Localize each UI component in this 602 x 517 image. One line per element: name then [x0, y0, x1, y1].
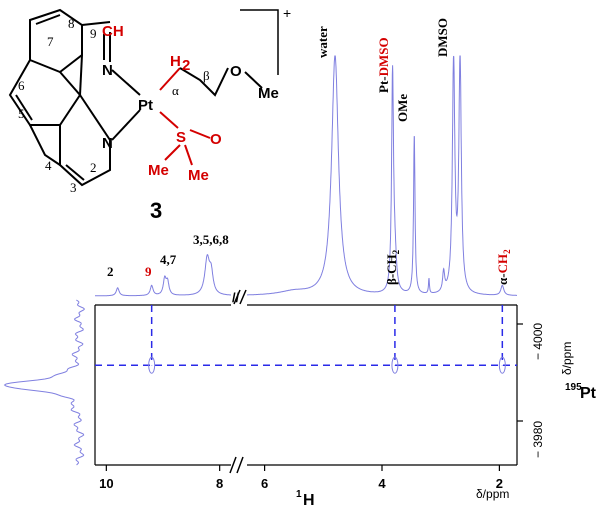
crosspeak-guides: [95, 305, 517, 366]
x-axis-unit: δ/ppm: [476, 487, 509, 501]
pos-9: 9: [90, 26, 97, 41]
atom-s: S: [176, 129, 186, 146]
atom-me-ether: Me: [258, 85, 279, 102]
peak-label-2: 2: [107, 264, 114, 279]
y-tick-label-3980: − 3980: [531, 421, 545, 458]
atom-pt: Pt: [138, 97, 153, 114]
y-tick-label-4000: − 4000: [531, 323, 545, 360]
proton-projection-trace: [95, 55, 517, 297]
bond-to-ch: [81, 21, 111, 26]
atom-n1: N: [102, 62, 113, 79]
atom-me2: Me: [188, 167, 209, 184]
y-nucleus-mass: 195: [565, 382, 582, 393]
x-tick-label-6: 6: [261, 476, 268, 491]
double-bond-8: [35, 14, 61, 25]
chain-bonds: [179, 67, 229, 97]
x-tick-label-8: 8: [216, 476, 223, 491]
x-tick-label-2: 2: [496, 476, 503, 491]
peak-label-dmso: DMSO: [435, 18, 450, 57]
frame-break-label: //: [232, 290, 240, 305]
bond-pt-ch2: [159, 67, 181, 91]
label-beta: β: [203, 68, 210, 83]
double-bond-5: [15, 94, 33, 121]
plot-frame: [94, 304, 518, 466]
atom-o-ether: O: [230, 63, 242, 80]
y-axis-ticks: [517, 323, 523, 422]
x-tick-label-10: 10: [99, 476, 113, 491]
x-tick-label-4: 4: [378, 476, 386, 491]
bond-s-me1: [164, 144, 181, 161]
bond-central: [79, 54, 83, 96]
double-bond-3: [65, 164, 85, 181]
pos-4: 4: [45, 158, 52, 173]
bond-o-me: [244, 71, 263, 89]
peak-label-4-7: 4,7: [160, 252, 177, 267]
compound-number: 3: [150, 198, 162, 223]
peak-label-ome: OMe: [395, 94, 410, 122]
bond-n1-pt: [111, 69, 141, 96]
pos-8: 8: [68, 16, 75, 31]
y-axis-unit: δ/ppm: [560, 342, 574, 375]
ring-bottom: [59, 94, 111, 187]
peak-labels: 2 9 4,7 3,5,6,8 water Pt-DMSO OMe DMSO β…: [107, 18, 512, 285]
atom-ch: CH: [102, 23, 124, 40]
y-nucleus-symbol: Pt: [580, 385, 597, 402]
crosspeaks: [148, 356, 506, 374]
label-alpha: α: [172, 83, 179, 98]
x-axis-ticks: 10 8 6 4 2: [99, 465, 503, 491]
bond-pt-s: [159, 111, 179, 129]
pos-5: 5: [18, 106, 25, 121]
peak-label-9: 9: [145, 264, 152, 279]
structure-labels: CH N N Pt H 2 O Me S O Me Me α β 9 8 7 6…: [18, 5, 291, 223]
crosspeak: [498, 356, 506, 374]
x-nucleus-mass: 1: [296, 489, 302, 500]
charge-bracket: [240, 9, 279, 75]
pos-6: 6: [18, 78, 25, 93]
pos-3: 3: [70, 180, 77, 195]
peak-label-water: water: [315, 26, 330, 58]
x-axis-break-marker: [229, 456, 244, 474]
crosspeak: [148, 356, 156, 374]
peak-label-beta-ch2: β-CH2: [384, 249, 401, 285]
bond-n2-pt: [111, 109, 141, 141]
bond-s-o: [189, 129, 211, 139]
pos-7: 7: [47, 34, 54, 49]
bond-s-me2: [184, 144, 193, 166]
crosspeak: [391, 356, 399, 374]
atom-me1: Me: [148, 162, 169, 179]
platinum-projection-trace: [3, 299, 86, 466]
charge-sign: +: [283, 5, 291, 21]
atom-h2: H: [170, 53, 181, 70]
pos-2: 2: [90, 160, 97, 175]
bond-4: [29, 124, 61, 166]
x-nucleus-symbol: H: [303, 492, 315, 509]
atom-o-sulfoxide: O: [210, 131, 222, 148]
ring-middle: [8, 59, 82, 126]
atom-h2-sub: 2: [182, 57, 190, 74]
peak-label-pt-dmso: Pt-DMSO: [376, 37, 391, 93]
projection-break-marker: [233, 289, 247, 305]
atom-n2: N: [102, 135, 113, 152]
peak-label-alpha-ch2: α-CH2: [495, 249, 512, 285]
chemical-structure: [8, 8, 279, 187]
peak-label-3-5-6-8: 3,5,6,8: [193, 232, 229, 247]
